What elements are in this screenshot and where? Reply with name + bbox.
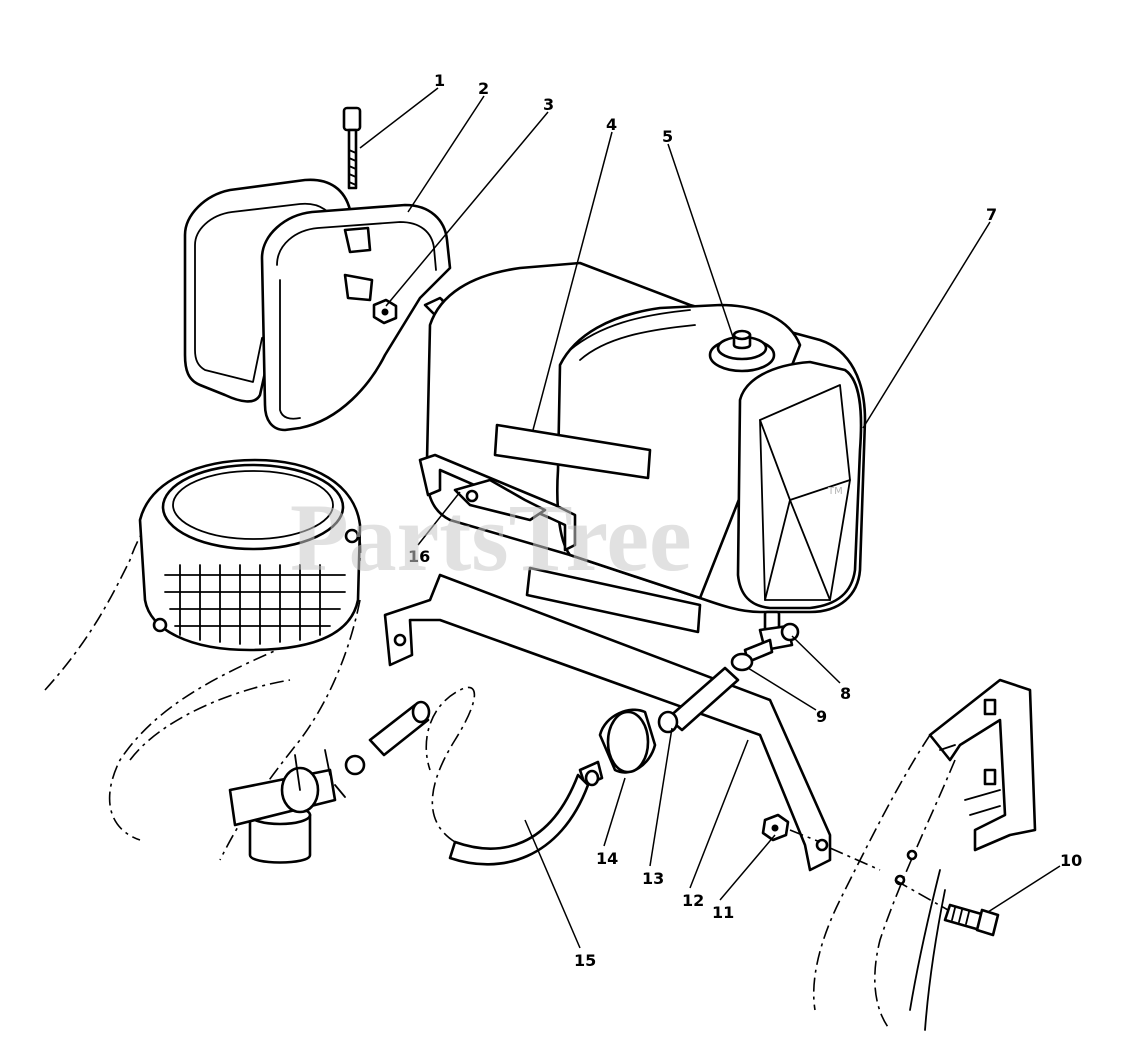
callout-12: 12 [682,891,704,910]
watermark-trademark: TM [827,486,843,497]
callout-15: 15 [574,951,596,970]
callout-2: 2 [478,79,489,98]
watermark-text: PartsTree [290,484,692,591]
nut-11 [761,813,881,871]
carburetor-hose [344,700,431,776]
frame-mount [812,678,1037,1031]
hose-clamp-9 [730,652,754,672]
carburetor [228,749,346,864]
callout-3: 3 [543,95,554,114]
callout-9: 9 [816,707,827,726]
callout-5: 5 [662,127,673,146]
fuel-cap [708,329,776,373]
callout-leaders [359,87,1061,949]
fuel-line-13 [657,666,740,734]
callout-7: 7 [986,205,997,224]
fuel-shutoff-valve [743,610,800,664]
engine-shroud [44,458,362,861]
tank-mounting-bracket [383,573,832,872]
callout-8: 8 [840,684,851,703]
callout-4: 4 [606,115,617,134]
callout-10: 10 [1060,851,1082,870]
bolt-10 [894,879,1000,937]
tank-support-bracket [418,453,577,552]
bolt-1 [342,106,362,190]
shroud-vents [164,564,346,645]
watermark: PartsTree TM [290,484,843,591]
callout-1: 1 [434,71,445,90]
air-cleaner-bracket [260,203,452,432]
callout-14: 14 [596,849,618,868]
fuel-filter [578,708,657,787]
tank-pad [493,423,702,634]
nut-3 [372,298,398,325]
callout-13: 13 [642,869,664,888]
callout-16: 16 [408,547,430,566]
callout-11: 11 [712,903,734,922]
fuel-line-15 [425,686,590,866]
callout-labels: 1 2 3 4 5 7 8 9 10 11 12 13 14 15 16 [408,71,1082,970]
